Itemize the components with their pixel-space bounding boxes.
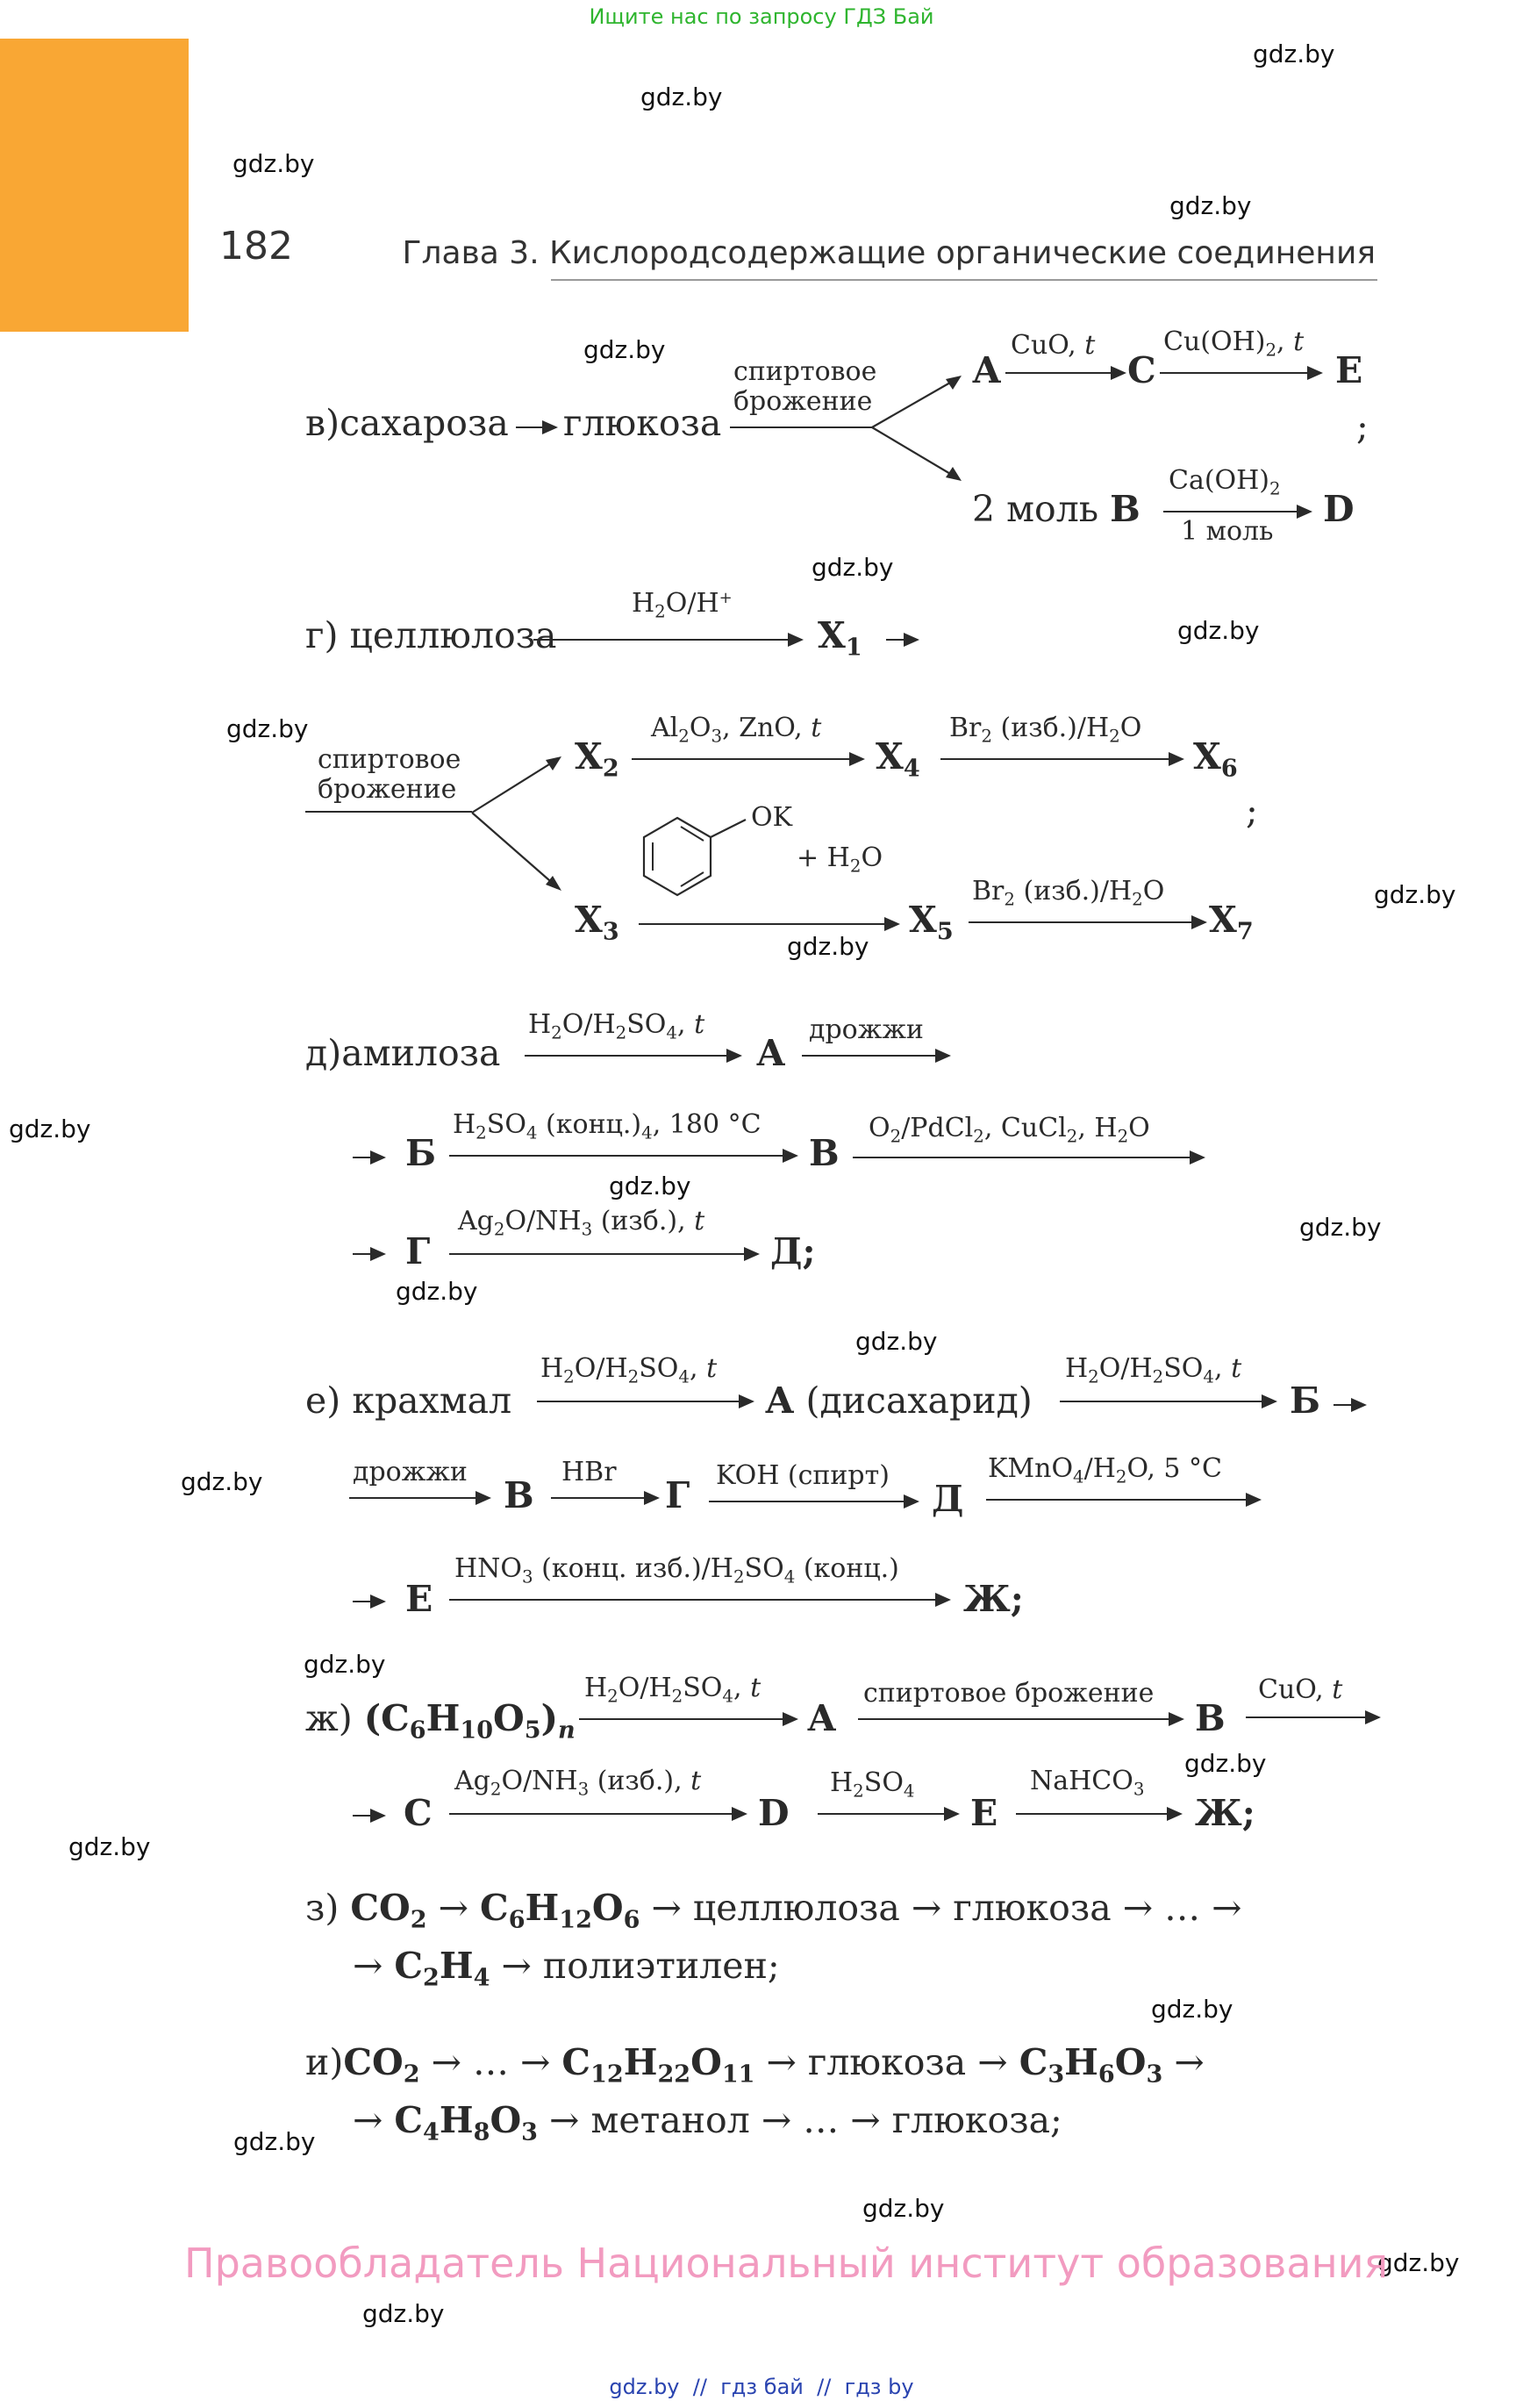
watermark[interactable]: gdz.by: [609, 1172, 691, 1200]
watermark[interactable]: gdz.by: [68, 1832, 151, 1861]
watermark[interactable]: gdz.by: [233, 2127, 316, 2156]
watermark[interactable]: gdz.by: [787, 932, 869, 961]
watermark[interactable]: gdz.by: [862, 2194, 945, 2223]
watermark[interactable]: gdz.by: [1377, 2248, 1460, 2277]
phenolate-structure: [642, 816, 747, 897]
top-watermark[interactable]: Ищите нас по запросу ГДЗ Бай: [589, 4, 934, 29]
chapter-title: Глава 3. Кислородсодержащие органические…: [402, 235, 1376, 271]
watermark[interactable]: gdz.by: [1169, 191, 1252, 220]
watermark[interactable]: gdz.by: [226, 714, 309, 743]
page-number: 182: [219, 224, 293, 269]
arrow: [516, 420, 558, 434]
watermark[interactable]: gdz.by: [855, 1327, 938, 1356]
watermark[interactable]: gdz.by: [304, 1650, 386, 1679]
watermark[interactable]: gdz.by: [640, 82, 723, 111]
watermark[interactable]: gdz.by: [812, 553, 894, 582]
watermark[interactable]: gdz.by: [1374, 880, 1456, 909]
watermark[interactable]: gdz.by: [1184, 1749, 1267, 1778]
watermark[interactable]: gdz.by: [1253, 39, 1335, 68]
watermark[interactable]: gdz.by: [583, 335, 666, 364]
watermark[interactable]: gdz.by: [232, 149, 315, 178]
watermark[interactable]: gdz.by: [181, 1467, 263, 1496]
branch-arrows: [871, 376, 962, 481]
watermark[interactable]: gdz.by: [1177, 616, 1260, 645]
copyright-footer: Правообладатель Национальный институт об…: [184, 2240, 1389, 2287]
watermark[interactable]: gdz.by: [362, 2299, 445, 2328]
watermark[interactable]: gdz.by: [1299, 1213, 1382, 1242]
chapter-tab: [0, 39, 189, 332]
footer-links[interactable]: gdz.by // гдз бай // гдз by: [609, 2375, 914, 2399]
watermark[interactable]: gdz.by: [396, 1277, 478, 1306]
watermark[interactable]: gdz.by: [9, 1114, 91, 1143]
watermark[interactable]: gdz.by: [1151, 1995, 1233, 2024]
header-rule: [551, 279, 1377, 281]
